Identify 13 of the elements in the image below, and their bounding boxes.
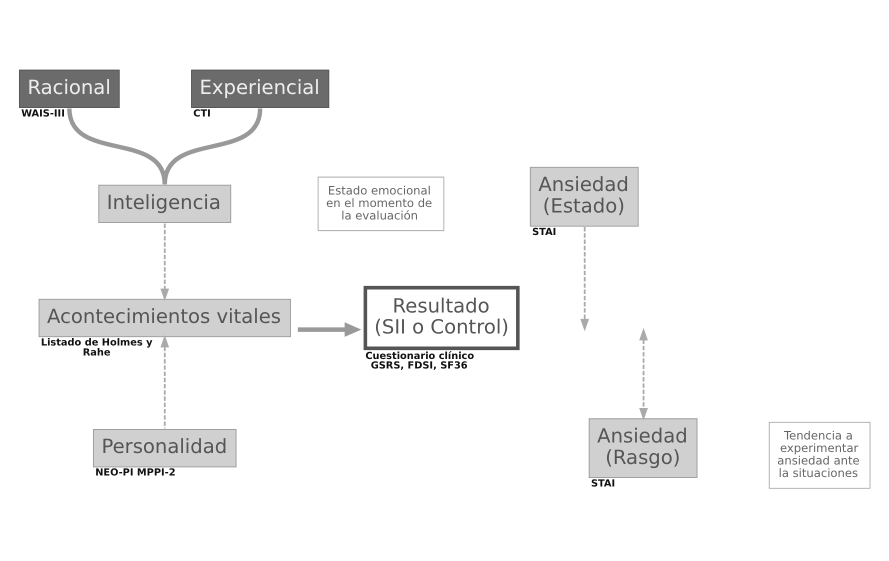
- arrow: [298, 322, 362, 336]
- connector: [162, 108, 262, 184]
- node-label: Cuestionario clínico GSRS, FDSI, SF36: [365, 350, 474, 372]
- node-label: WAIS-III: [21, 108, 65, 119]
- node-label: STAI: [532, 226, 556, 238]
- arrow: [160, 334, 170, 428]
- arrow: [160, 223, 170, 301]
- node-label: STAI: [590, 478, 616, 489]
- arrow: [580, 226, 590, 331]
- node-label: CTI: [193, 108, 211, 119]
- node-label: Listado de Holmes y Rahe: [40, 336, 153, 358]
- node-label: NEO-PI MPPI-2: [95, 467, 176, 478]
- arrow: [639, 327, 648, 420]
